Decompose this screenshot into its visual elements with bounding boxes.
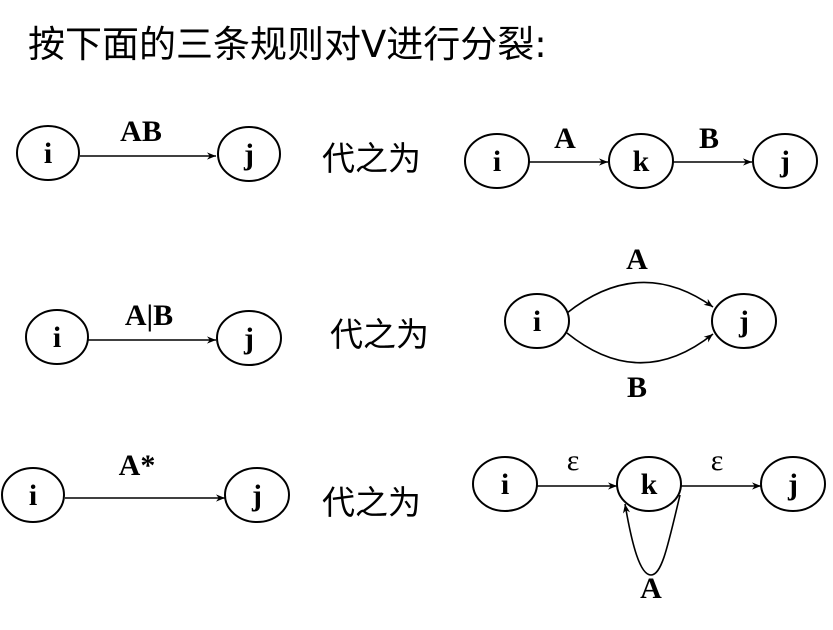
rule-2-right-edge-upper: [566, 281, 714, 314]
rule-2-right-node-1-label: i: [533, 305, 541, 338]
rule-1-right: i k j A B: [464, 122, 818, 189]
rule-1-left-node-to: [217, 126, 281, 182]
rule-3-left-edge-label: A*: [119, 449, 156, 482]
rule-2: i j A|B 代之为 i j A B: [25, 243, 777, 404]
rule-1-left-node-to-label: j: [243, 138, 254, 171]
rule-3-right: i k j ε ε A: [472, 444, 826, 605]
rule-2-right-edge-lower: [566, 332, 714, 364]
rule-1-right-edge-1-label: A: [554, 122, 576, 155]
rule-3-right-self-loop: [622, 494, 681, 576]
rule-1-right-node-1: [464, 133, 530, 189]
rule-1-replace-text: 代之为: [322, 139, 421, 178]
rule-2-left-node-from: [25, 309, 89, 365]
rule-2-left: i j A|B: [25, 299, 282, 366]
rule-2-left-edge-label: A|B: [125, 299, 173, 332]
rule-1: i j AB 代之为 i k j A B: [16, 115, 818, 189]
rule-3-left-node-to-label: j: [251, 479, 262, 512]
rule-2-left-node-to-label: j: [243, 322, 254, 355]
rule-1-right-node-3-label: j: [779, 145, 790, 178]
rule-2-replace-text: 代之为: [330, 315, 429, 354]
rule-3-left-node-from-label: i: [29, 479, 37, 512]
rule-3-right-node-1-label: i: [501, 468, 509, 501]
rule-1-left-node-from-label: i: [44, 137, 52, 170]
rule-1-left: i j AB: [16, 115, 281, 182]
rule-1-right-node-2: [608, 133, 674, 189]
rule-3-right-edge-2-label: ε: [711, 444, 724, 477]
rule-1-right-node-1-label: i: [493, 145, 501, 178]
rule-1-right-node-2-label: k: [633, 145, 650, 178]
rule-3-replace-text: 代之为: [322, 483, 421, 522]
rule-3-right-node-3: [760, 456, 826, 512]
page-title: 按下面的三条规则对V进行分裂:: [28, 23, 547, 66]
rule-2-right-upper-label: A: [626, 243, 648, 276]
rule-3-right-node-2-label: k: [641, 468, 658, 501]
rule-3-right-loop-label: A: [640, 572, 662, 605]
rule-2-right-node-1: [504, 293, 570, 349]
rule-1-left-edge-label: AB: [120, 115, 162, 148]
rule-2-left-node-to: [216, 310, 282, 366]
rule-3-left-node-to: [224, 467, 290, 523]
rule-2-right-lower-label: B: [627, 371, 647, 404]
rule-1-right-node-3: [752, 133, 818, 189]
rule-1-right-edge-2-label: B: [699, 122, 719, 155]
rule-2-right: i j A B: [504, 243, 777, 404]
rule-2-right-node-2-label: j: [738, 305, 749, 338]
rule-3-left-node-from: [1, 467, 65, 523]
rule-3-right-node-3-label: j: [787, 468, 798, 501]
rule-3-right-edge-1-label: ε: [567, 444, 580, 477]
rule-3-right-node-1: [472, 456, 538, 512]
rule-1-left-node-from: [16, 125, 80, 181]
rule-3-left: i j A*: [1, 449, 290, 523]
rule-2-left-node-from-label: i: [53, 321, 61, 354]
rule-2-right-node-2: [711, 293, 777, 349]
rule-3-right-node-2: [616, 456, 682, 512]
rule-3: i j A* 代之为 i k j ε ε A: [1, 444, 826, 605]
